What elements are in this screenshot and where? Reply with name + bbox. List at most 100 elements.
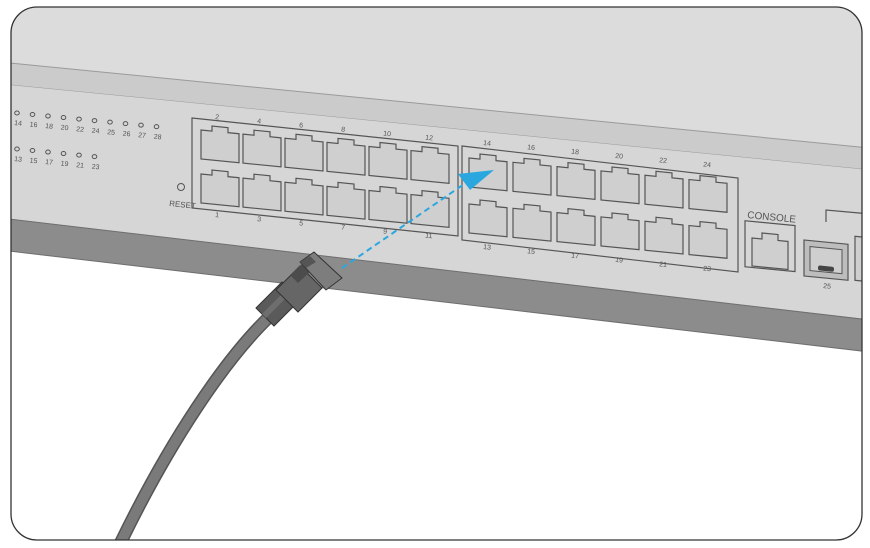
port-label-12: 12 — [425, 135, 434, 143]
led-15 — [29, 148, 36, 154]
port-labels: 2143658710912111413161518172019222124231… — [14, 114, 712, 273]
port-label-22: 22 — [659, 157, 668, 165]
port-label-14: 14 — [483, 140, 492, 148]
port-10[interactable] — [368, 141, 408, 180]
led-21 — [76, 152, 82, 158]
port-label-2: 2 — [215, 114, 220, 121]
port-label-19: 19 — [615, 257, 624, 265]
port-4[interactable] — [242, 129, 282, 168]
led-label-18: 18 — [45, 123, 54, 131]
port-9[interactable] — [368, 185, 408, 224]
port-12[interactable] — [410, 145, 450, 184]
frame-border — [10, 6, 863, 541]
switch-bottom-band — [11, 218, 862, 352]
port-label-4: 4 — [257, 118, 262, 125]
led-16 — [29, 112, 36, 118]
led-20 — [60, 115, 67, 121]
insertion-arrow-head — [458, 170, 494, 190]
port-label-18: 18 — [571, 149, 580, 157]
led-label-28: 28 — [153, 134, 162, 142]
port-bank-right — [461, 145, 739, 273]
port-7[interactable] — [326, 181, 366, 220]
port-16[interactable] — [512, 157, 552, 196]
led-26 — [122, 121, 129, 127]
insertion-arrow-line — [341, 179, 471, 269]
switch-top-surface — [11, 7, 862, 148]
led-label-26: 26 — [122, 131, 131, 139]
port-19[interactable] — [600, 212, 640, 251]
led-13 — [14, 146, 20, 152]
console-label: CONSOLE — [747, 210, 797, 226]
port-label-23: 23 — [703, 266, 712, 274]
port-label-24: 24 — [703, 162, 712, 170]
led-label-14: 14 — [14, 120, 23, 128]
port-label-1: 1 — [215, 212, 220, 219]
port-label-17: 17 — [571, 253, 580, 261]
port-label-13: 13 — [483, 244, 492, 252]
port-label-10: 10 — [383, 130, 392, 138]
status-leds — [14, 110, 160, 160]
sfp-port[interactable] — [803, 239, 849, 281]
reset-label: RESET — [169, 199, 197, 211]
led-28 — [153, 124, 160, 130]
led-label-13: 13 — [14, 156, 23, 164]
rj45-ports — [200, 125, 728, 259]
led-label-21: 21 — [76, 162, 85, 170]
port-1[interactable] — [200, 169, 240, 208]
port-label-20: 20 — [615, 153, 624, 161]
led-label-25: 25 — [107, 129, 116, 137]
led-label-17: 17 — [45, 159, 54, 167]
led-label-22: 22 — [76, 126, 85, 134]
port-24[interactable] — [688, 174, 728, 213]
port-label-21: 21 — [659, 261, 668, 269]
port-17[interactable] — [556, 208, 596, 247]
led-22 — [76, 116, 82, 122]
port-11[interactable] — [410, 189, 450, 228]
port-5[interactable] — [284, 177, 324, 216]
led-label-23: 23 — [91, 164, 100, 172]
port-label-6: 6 — [299, 122, 304, 129]
reset-button[interactable] — [177, 183, 185, 191]
switch-top-edge — [11, 62, 862, 170]
port-21[interactable] — [644, 216, 684, 255]
port-2[interactable] — [200, 125, 240, 164]
led-label-19: 19 — [60, 161, 69, 169]
port-label-11: 11 — [425, 233, 433, 241]
led-23 — [91, 154, 98, 160]
led-label-20: 20 — [60, 125, 69, 133]
port-label-5: 5 — [299, 220, 304, 227]
led-label-15: 15 — [29, 158, 38, 166]
port-label-9: 9 — [383, 228, 388, 235]
led-14 — [14, 110, 20, 116]
rj45-connector — [255, 251, 343, 327]
port-label-15: 15 — [527, 248, 536, 256]
console-port[interactable] — [751, 232, 789, 271]
led-label-16: 16 — [29, 122, 38, 130]
port-8[interactable] — [326, 137, 366, 176]
port-bank-left — [191, 117, 459, 237]
port-label-8: 8 — [341, 126, 346, 133]
port-label-3: 3 — [257, 216, 262, 223]
port-22[interactable] — [644, 170, 684, 209]
port-15[interactable] — [512, 203, 552, 242]
port-20[interactable] — [600, 166, 640, 205]
led-label-27: 27 — [138, 132, 147, 140]
led-label-24: 24 — [91, 128, 100, 136]
console-port-frame — [744, 220, 796, 273]
sfp-bracket — [825, 209, 862, 222]
led-27 — [138, 122, 144, 128]
port-label-7: 7 — [341, 224, 346, 231]
port-label-16: 16 — [527, 144, 536, 152]
led-17 — [45, 149, 51, 155]
led-24 — [91, 118, 98, 124]
port-13[interactable] — [468, 199, 508, 238]
led-18 — [45, 113, 51, 119]
port-18[interactable] — [556, 162, 596, 201]
port-6[interactable] — [284, 133, 324, 172]
port-23[interactable] — [688, 220, 728, 259]
led-19 — [60, 151, 67, 157]
led-25 — [107, 119, 113, 125]
port-3[interactable] — [242, 173, 282, 212]
